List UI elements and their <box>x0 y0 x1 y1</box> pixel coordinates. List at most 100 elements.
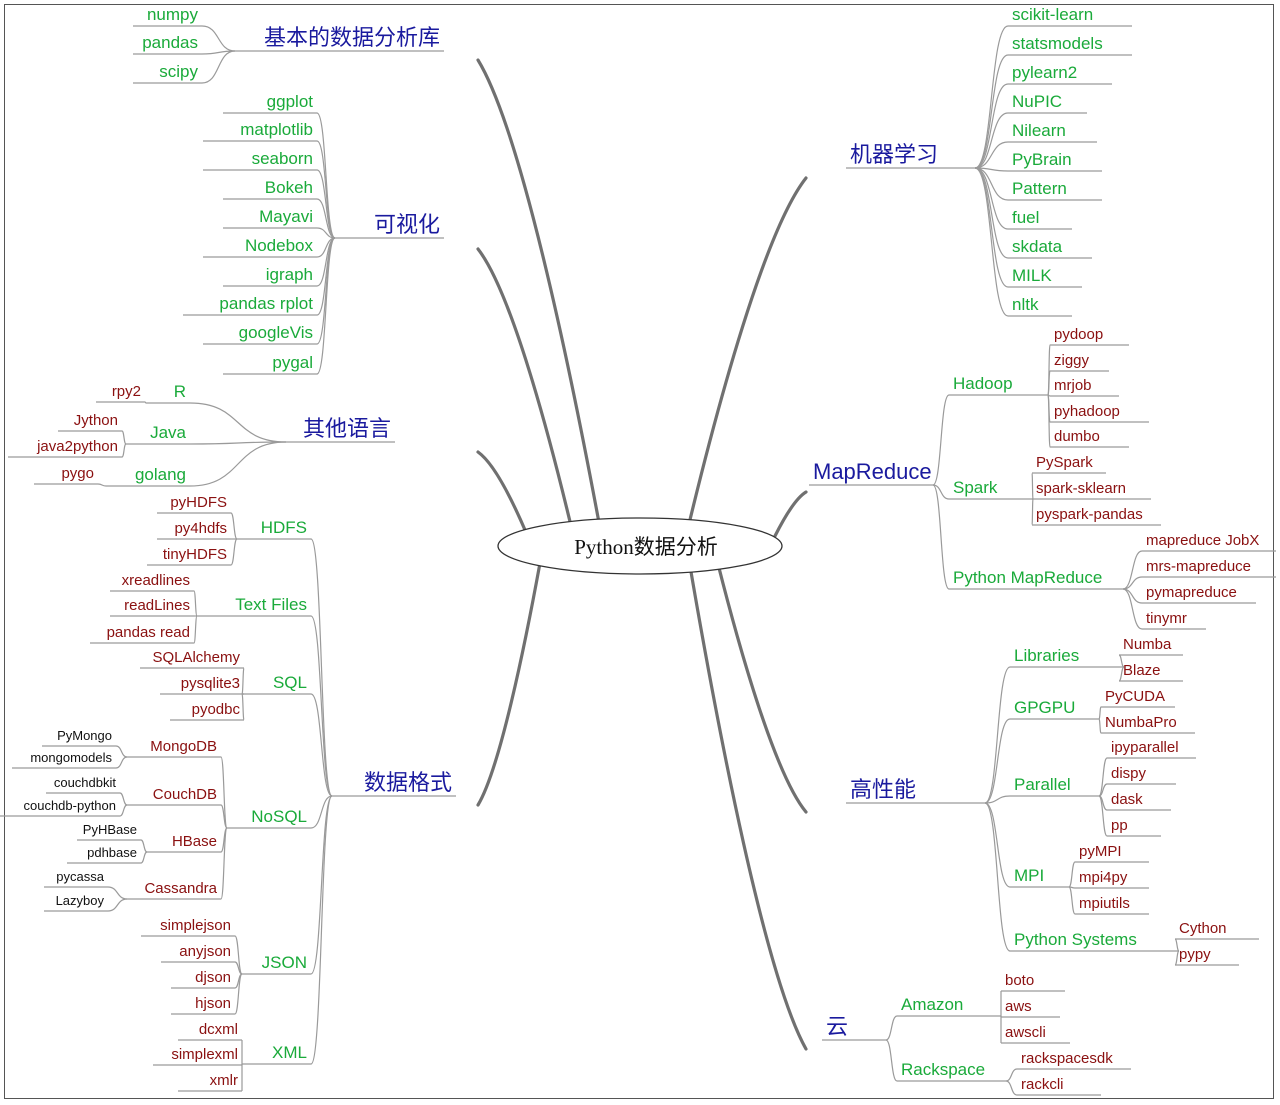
topic-cjk: 可视化 <box>374 212 440 237</box>
link-pymapreduce <box>1122 588 1143 604</box>
leaf-mpiutils: mpiutils <box>1079 895 1130 912</box>
leaf-hbase: HBase <box>172 833 217 850</box>
link-bokeh <box>316 198 336 239</box>
link-mapreduce-jobx <box>1122 550 1143 590</box>
leaf-mrjob: mrjob <box>1054 377 1092 394</box>
subtopic-rackspace: Rackspace <box>901 1060 985 1079</box>
link-pygo <box>97 483 107 487</box>
subtopic-java: Java <box>150 423 186 442</box>
link-pyhbase <box>140 839 148 853</box>
leaf-pycuda: PyCUDA <box>1105 688 1165 705</box>
leaf-rackspacesdk: rackspacesdk <box>1021 1050 1113 1067</box>
link-parallel <box>984 795 1011 804</box>
leaf-pp: pp <box>1111 817 1128 834</box>
trunk-5 <box>773 490 808 538</box>
link-couchdb <box>220 804 228 829</box>
leaf-pypy: pypy <box>1179 946 1211 963</box>
leaf-awscli: awscli <box>1005 1024 1046 1041</box>
leaf-pandas-read: pandas read <box>107 624 190 641</box>
leaf-xmlr: xmlr <box>210 1072 238 1089</box>
link-sqlalchemy <box>241 667 245 695</box>
leaf-mongodb: MongoDB <box>150 738 217 755</box>
link-hjson <box>234 973 243 1015</box>
link-rackcli <box>1005 1080 1018 1096</box>
subtopic-libraries: Libraries <box>1014 646 1079 665</box>
link-pyspark-pandas <box>1031 498 1034 526</box>
topic-mapreduce: MapReduce <box>813 459 932 484</box>
link-nilearn <box>974 141 1009 169</box>
link-ziggy <box>1047 370 1051 396</box>
link-golang <box>189 441 287 487</box>
subtopic-statsmodels: statsmodels <box>1012 34 1103 53</box>
leaf-pysqlite3: pysqlite3 <box>181 675 240 692</box>
leaf-blaze: Blaze <box>1123 662 1161 679</box>
trunk-highlight-7 <box>689 565 807 1050</box>
leaf-couchdb: CouchDB <box>153 786 217 803</box>
subtopic-r: R <box>174 382 186 401</box>
link-java <box>189 441 287 445</box>
topic-cjk: 云 <box>826 1014 848 1039</box>
leaf-pyhbase: PyHBase <box>83 822 137 837</box>
subtopic-sql: SQL <box>273 673 307 692</box>
topic-cjk: 机器学习 <box>850 142 938 167</box>
leaf-spark-sklearn: spark-sklearn <box>1036 480 1126 497</box>
leaf-pymapreduce: pymapreduce <box>1146 584 1237 601</box>
subtopic-text-files: Text Files <box>235 595 307 614</box>
trunk-highlight-6 <box>717 563 807 813</box>
subtopic-parallel: Parallel <box>1014 775 1071 794</box>
subtopic-milk: MILK <box>1012 266 1052 285</box>
link-r <box>189 402 287 443</box>
topic-cjk: 数据格式 <box>364 770 452 795</box>
leaf-dask: dask <box>1111 791 1143 808</box>
link-mpi <box>984 802 1011 888</box>
subtopic-hdfs: HDFS <box>261 518 307 537</box>
link-pyhdfs <box>230 512 238 540</box>
link-googlevis <box>316 237 336 345</box>
trunk-1 <box>476 247 574 532</box>
leaf-pyspark: PySpark <box>1036 454 1093 471</box>
subtopic-numpy: numpy <box>147 5 199 24</box>
link-simplejson <box>234 935 243 975</box>
link-pycassa <box>107 886 128 900</box>
link-mongomodels <box>115 756 128 769</box>
leaf-pyspark-pandas: pyspark-pandas <box>1036 506 1143 523</box>
link-rackspacesdk <box>1005 1068 1018 1082</box>
link-json <box>310 795 333 975</box>
subtopic-bokeh: Bokeh <box>265 178 313 197</box>
leaf-dumbo: dumbo <box>1054 428 1100 445</box>
leaf-mapreduce-jobx: mapreduce JobX <box>1146 532 1259 549</box>
leaf-mongomodels: mongomodels <box>30 750 112 765</box>
trunk-4 <box>686 176 808 530</box>
leaf-aws: aws <box>1005 998 1032 1015</box>
subtopic-seaborn: seaborn <box>252 149 313 168</box>
leaf-simplexml: simplexml <box>171 1046 238 1063</box>
subtopic-pygal: pygal <box>272 353 313 372</box>
link-text-files <box>310 615 333 797</box>
leaf-dispy: dispy <box>1111 765 1147 782</box>
leaf-mrs-mapreduce: mrs-mapreduce <box>1146 558 1251 575</box>
leaf-sqlalchemy: SQLAlchemy <box>152 649 240 666</box>
subtopic-fuel: fuel <box>1012 208 1039 227</box>
link-python-mapreduce <box>932 484 950 590</box>
leaf-dcxml: dcxml <box>199 1021 238 1038</box>
subtopic-golang: golang <box>135 465 186 484</box>
subtopic-python-systems: Python Systems <box>1014 930 1137 949</box>
link-hadoop <box>932 394 950 486</box>
link-pp <box>1098 795 1108 837</box>
leaf-cython: Cython <box>1179 920 1227 937</box>
link-couchdbkit <box>119 792 128 806</box>
leaf-java2python: java2python <box>36 438 118 455</box>
subtopic-nosql: NoSQL <box>251 807 307 826</box>
leaf-pycassa: pycassa <box>56 869 104 884</box>
leaf-numba: Numba <box>1123 636 1172 653</box>
subtopic-nilearn: Nilearn <box>1012 121 1066 140</box>
link-libraries <box>984 666 1011 804</box>
trunk-2 <box>476 450 527 532</box>
link-mayavi <box>316 227 336 239</box>
leaf-boto: boto <box>1005 972 1034 989</box>
leaf-simplejson: simplejson <box>160 917 231 934</box>
link-mongodb <box>220 756 228 829</box>
link-python-systems <box>984 802 1011 952</box>
subtopic-googlevis: googleVis <box>239 323 313 342</box>
